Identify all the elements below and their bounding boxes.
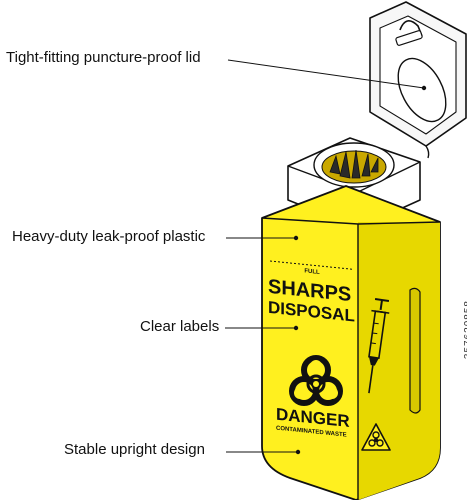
front-label: FULL SHARPS DISPOSAL DANGER CONTAMINATED… bbox=[268, 260, 355, 439]
open-lid bbox=[369, 1, 467, 159]
callout-upright: Stable upright design bbox=[64, 441, 205, 458]
watermark-id: 357620858 bbox=[463, 300, 467, 360]
callout-labels: Clear labels bbox=[140, 318, 220, 335]
fill-line-label: FULL bbox=[304, 268, 320, 276]
fill-line bbox=[270, 260, 352, 270]
callout-lid: Tight-fitting puncture-proof lid bbox=[6, 49, 201, 66]
syringe-icon bbox=[368, 298, 390, 394]
biohazard-icon bbox=[289, 355, 343, 406]
callout-leaders bbox=[225, 59, 425, 453]
callout-dots bbox=[293, 85, 427, 455]
container-body bbox=[261, 185, 441, 500]
callout-plastic: Heavy-duty leak-proof plastic bbox=[12, 228, 206, 245]
biohazard-warning-triangle-icon bbox=[361, 423, 391, 451]
